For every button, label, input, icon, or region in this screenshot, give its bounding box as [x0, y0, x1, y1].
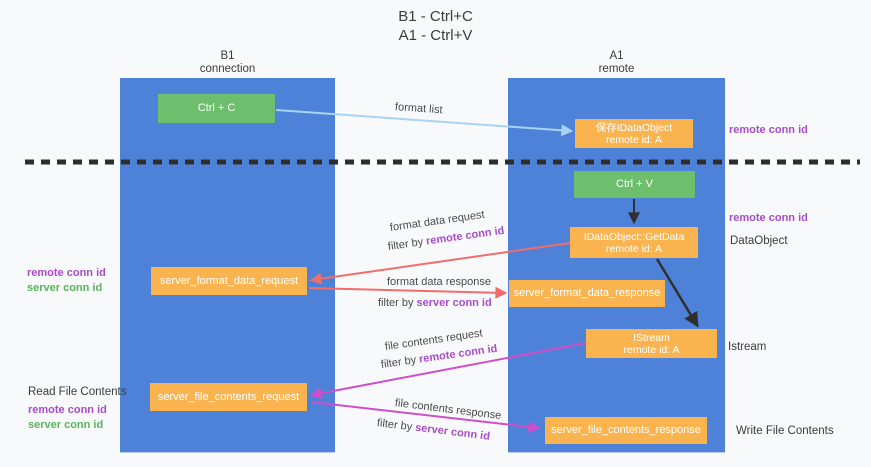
format-list-text: format list [394, 101, 443, 117]
filter-by-prefix: filter by [376, 417, 416, 434]
label-read-file-contents: Read File Contents [28, 386, 127, 398]
node-istream-line1: IStream [633, 331, 670, 344]
node-idataobject-getdata: IDataObject::GetData remote id: A [570, 227, 698, 258]
node-istream-line2: remote id: A [623, 343, 680, 356]
node-getdata-line1: IDataObject::GetData [583, 230, 685, 243]
label-dataobject: DataObject [730, 235, 788, 247]
node-server-file-contents-request: server_file_contents_request [150, 383, 307, 411]
label-server-conn-id-top-left: server conn id [27, 282, 103, 294]
edge-label-format-data-response: format data response [387, 276, 491, 288]
label-remote-conn-id-bottom-left: remote conn id [28, 404, 107, 416]
node-istream: IStream remote id: A [586, 329, 717, 358]
diagram-title: B1 - Ctrl+C A1 - Ctrl+V [0, 7, 871, 45]
node-file-request-label: server_file_contents_request [157, 390, 300, 403]
edge-label-filter-format-response: filter by server conn id [378, 297, 492, 309]
file-contents-response-text: file contents response [394, 397, 502, 422]
lane-a1-subtitle: remote [598, 63, 635, 75]
title-line-2: A1 - Ctrl+V [398, 27, 473, 44]
node-ctrl-c-label: Ctrl + C [197, 102, 236, 114]
node-getdata-line2: remote id: A [605, 242, 663, 255]
filter-by-prefix: filter by [387, 235, 427, 253]
title-line-1: B1 - Ctrl+C [398, 8, 473, 25]
format-data-response-text: format data response [387, 276, 491, 288]
arrow-format-data-response [308, 286, 508, 299]
lane-a1-name: A1 [609, 50, 624, 62]
node-save-idataobject-line1: 保存IDataObject [595, 121, 673, 134]
node-format-request-label: server_format_data_request [159, 274, 299, 287]
filter-by-prefix: filter by [380, 353, 420, 371]
filter-by-prefix: filter by [378, 297, 417, 309]
node-ctrl-v-label: Ctrl + V [616, 178, 653, 190]
node-server-format-data-response: server_format_data_response [509, 280, 665, 307]
label-istream: Istream [728, 341, 767, 353]
label-remote-conn-id-top-left: remote conn id [27, 267, 106, 279]
node-save-idataobject: 保存IDataObject remote id: A [575, 119, 693, 148]
node-save-idataobject-line2: remote id: A [605, 133, 663, 146]
label-write-file-contents: Write File Contents [736, 425, 834, 437]
node-file-response-label: server_file_contents_response [551, 424, 701, 436]
node-server-format-data-request: server_format_data_request [151, 267, 307, 295]
node-server-file-contents-response: server_file_contents_response [545, 417, 707, 444]
label-remote-conn-id-top-right: remote conn id [729, 124, 808, 136]
lane-header-b1: B1 connection [120, 50, 335, 76]
edge-label-file-contents-response: file contents response [394, 397, 502, 422]
node-ctrl-v: Ctrl + V [574, 171, 695, 198]
label-remote-conn-id-mid-right: remote conn id [729, 212, 808, 224]
filter-key-remote-conn-id: remote conn id [425, 224, 506, 248]
lane-b1-subtitle: connection [199, 63, 256, 75]
label-server-conn-id-bottom-left: server conn id [28, 419, 104, 431]
filter-key-server-conn-id: server conn id [414, 421, 491, 443]
lane-header-a1: A1 remote [508, 50, 725, 76]
filter-key-server-conn-id: server conn id [416, 297, 492, 309]
node-ctrl-c: Ctrl + C [158, 94, 275, 123]
edge-label-format-list: format list [395, 101, 443, 116]
node-format-response-label: server_format_data_response [513, 287, 661, 299]
edge-label-filter-file-response: filter by server conn id [376, 417, 490, 443]
lane-b1-name: B1 [220, 50, 235, 62]
